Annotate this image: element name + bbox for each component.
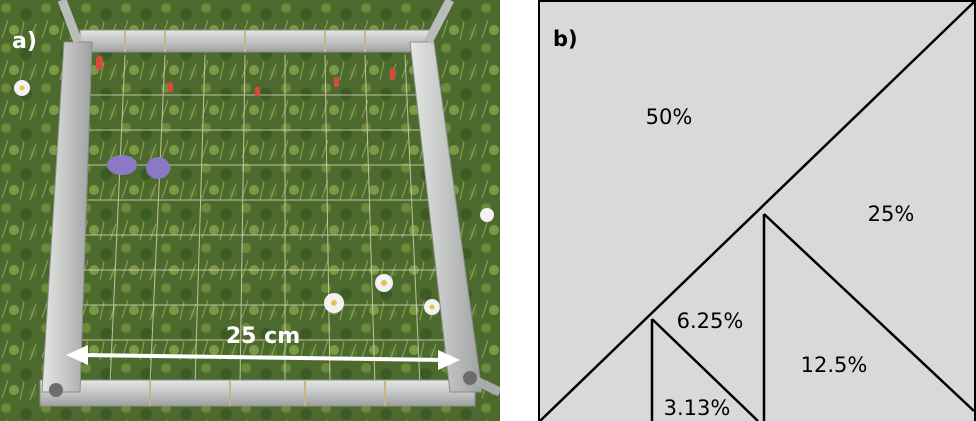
region-label-25: 25% (868, 202, 915, 226)
region-label-3-13: 3.13% (664, 396, 731, 420)
region-label-50: 50% (646, 105, 693, 129)
subdivision-diagram: b) 50% 25% 12.5% 6.25% 3.13% (538, 0, 976, 421)
panel-a-label: a) (12, 29, 37, 54)
scale-label: 25 cm (226, 324, 300, 349)
quadrat-frame (39, 0, 500, 407)
diagonal-line-3 (651, 318, 759, 421)
quadrat-grid (76, 54, 454, 386)
scale-arrow (66, 345, 460, 370)
region-label-6-25: 6.25% (677, 309, 744, 333)
quadrat-photo: 25 cm a) (0, 0, 500, 421)
diagonal-line (539, 1, 975, 421)
quadrat-photo-panel: 25 cm a) (0, 0, 500, 421)
region-label-12-5: 12.5% (801, 353, 868, 377)
subdivision-diagram-panel: b) 50% 25% 12.5% 6.25% 3.13% (538, 0, 976, 421)
diagonal-line-2 (763, 213, 975, 412)
subdivision-lines (539, 1, 975, 421)
panel-b-label: b) (553, 27, 578, 51)
